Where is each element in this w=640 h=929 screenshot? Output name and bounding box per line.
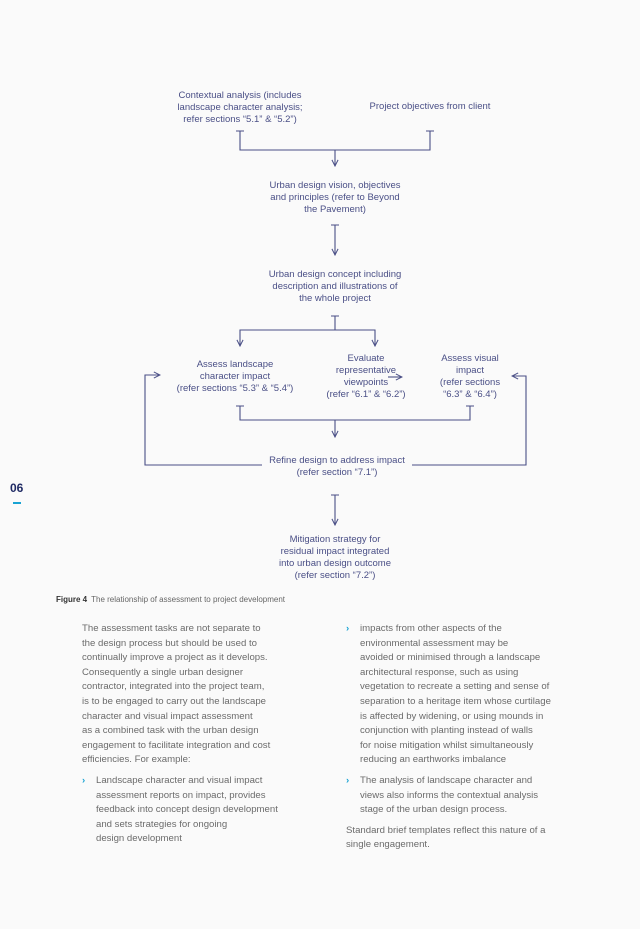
body-right-column: › impacts from other aspects of the envi…: [346, 622, 596, 859]
node-project-objectives: Project objectives from client: [369, 101, 491, 112]
body-left-column: The assessment tasks are not separate to…: [82, 622, 332, 853]
arrow-to-concept: [331, 224, 339, 255]
node-refine-design: Refine design to address impact (refer s…: [269, 455, 405, 478]
bullet-chevron-icon: ›: [82, 774, 86, 786]
arrow-to-mitigation: [331, 494, 339, 525]
closing-paragraph: Standard brief templates reflect this na…: [346, 824, 546, 851]
list-item: › Landscape character and visual impact …: [82, 774, 278, 845]
page-number-accent: [13, 502, 21, 504]
figure-caption-text: The relationship of assessment to projec…: [91, 595, 286, 604]
node-mitigation-strategy: Mitigation strategy for residual impact …: [279, 534, 391, 581]
intro-paragraph: The assessment tasks are not separate to…: [82, 623, 271, 766]
figure-label: Figure 4: [56, 595, 88, 604]
flowchart-connectors: [144, 130, 527, 600]
feedback-loop-left: [144, 375, 262, 466]
feedback-loop-right: [412, 376, 527, 466]
node-contextual-analysis: Contextual analysis (includes landscape …: [177, 90, 303, 125]
arrow-to-viewpoints: [335, 329, 375, 346]
node-evaluate-viewpoints: Evaluate representative viewpoints (refe…: [326, 353, 406, 400]
list-item: › impacts from other aspects of the envi…: [346, 623, 551, 766]
list-item: › The analysis of landscape character an…: [346, 774, 539, 816]
page-number: 06: [10, 481, 24, 495]
node-assess-visual: Assess visual impact (refer sections “6.…: [439, 353, 501, 400]
split-connector: [240, 315, 339, 346]
node-urban-design-vision: Urban design vision, objectives and prin…: [269, 180, 401, 215]
merge-connector-top: [236, 130, 434, 151]
node-assess-landscape: Assess landscape character impact (refer…: [176, 359, 294, 394]
bullet-chevron-icon: ›: [346, 623, 350, 634]
node-urban-design-concept: Urban design concept including descripti…: [268, 269, 402, 304]
bullet-chevron-icon: ›: [346, 774, 350, 786]
merge-connector-assess: [236, 405, 474, 421]
